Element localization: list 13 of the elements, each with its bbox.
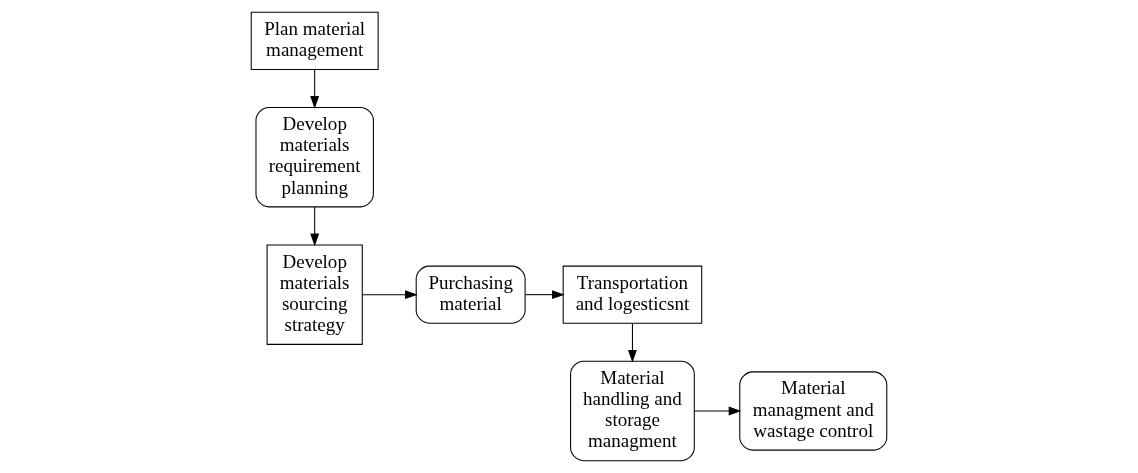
- arrow: [310, 69, 320, 109]
- arrow: [628, 323, 637, 363]
- node-box: Develop materials sourcing strategy: [266, 244, 363, 345]
- arrow: [694, 406, 742, 416]
- node-box: Plan material management: [250, 11, 379, 70]
- arrow: [310, 206, 320, 247]
- arrow: [524, 290, 565, 300]
- arrow: [361, 290, 418, 300]
- node-box: Material managment and wastage control: [739, 371, 888, 451]
- node-box: Transportation and logesticsnt: [562, 265, 703, 324]
- node-box: Develop materials requirement planning: [255, 106, 374, 208]
- node-box: Material handling and storage managment: [570, 360, 695, 462]
- node-box: Purchasing material: [415, 265, 526, 324]
